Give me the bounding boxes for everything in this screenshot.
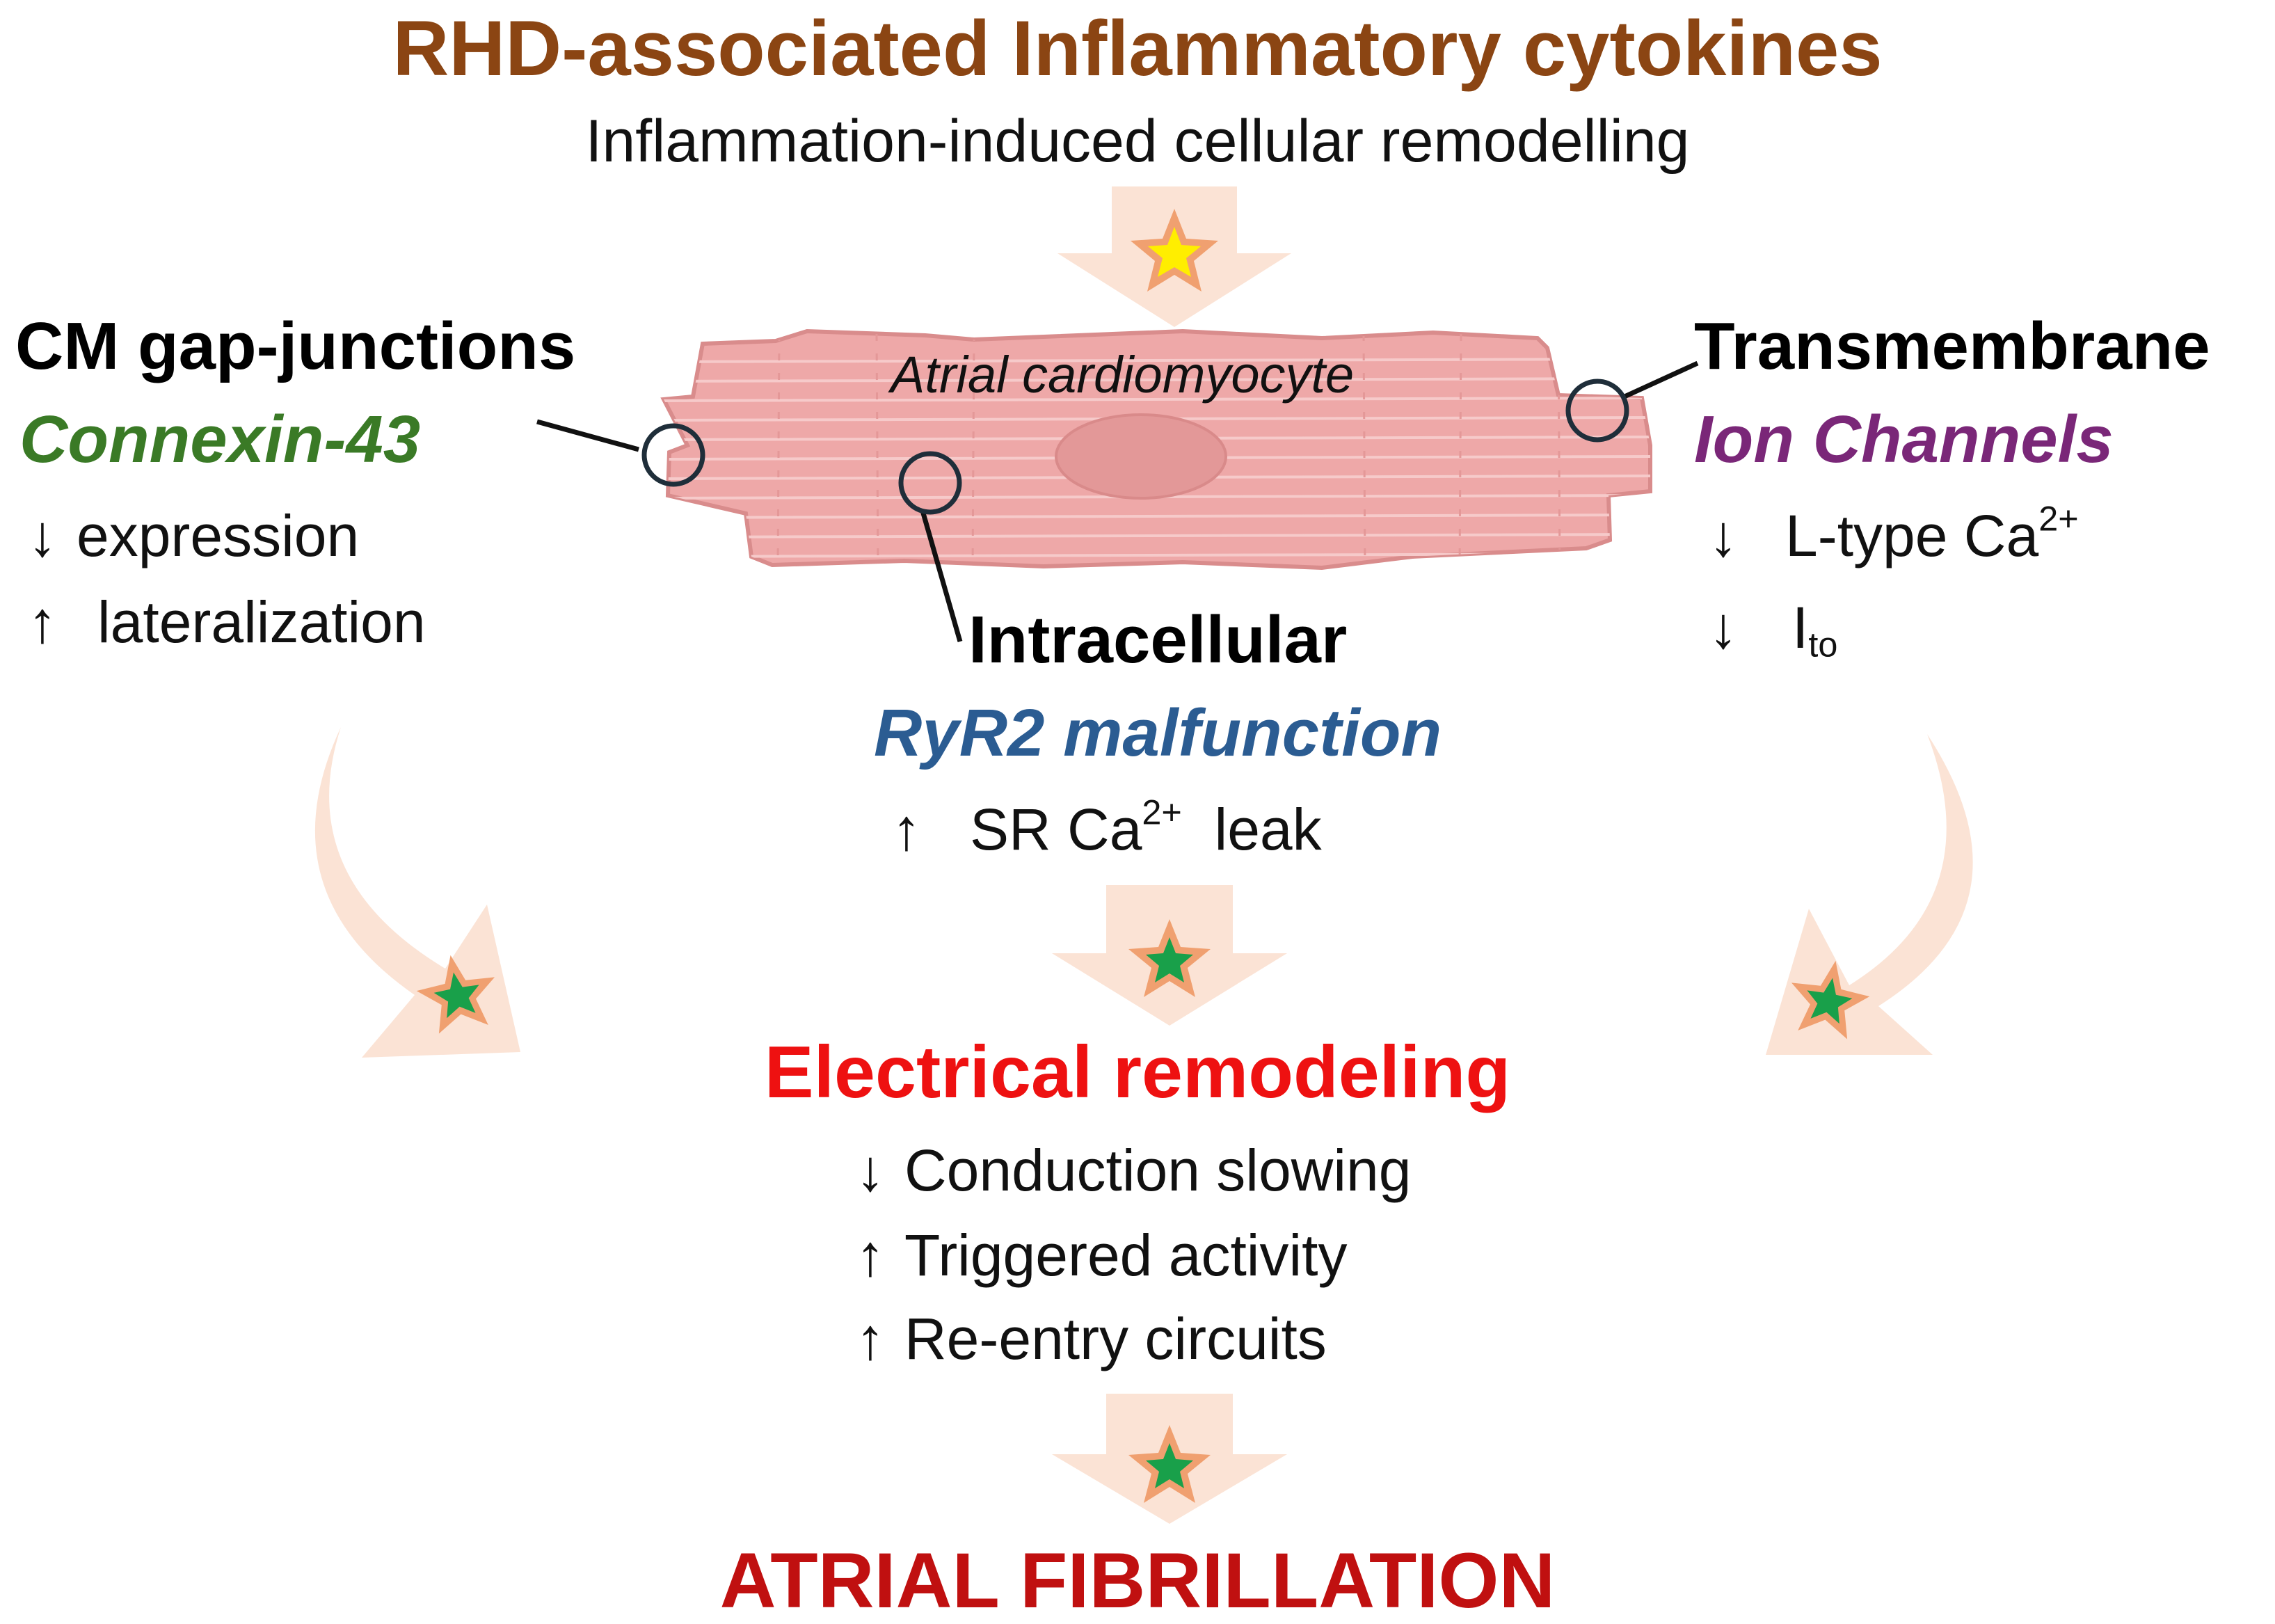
- star-icon: [1131, 209, 1218, 292]
- callout-circle-gap-junction: [641, 423, 705, 487]
- electrical-item: ↑Triggered activity: [856, 1223, 1348, 1288]
- nucleus: [1055, 413, 1227, 500]
- down-arrow-icon: ↓: [1709, 595, 1738, 660]
- connexin-subheading: Connexin-43: [19, 402, 421, 477]
- right-curved-arrow: [1766, 734, 1973, 1055]
- transmembrane-heading: Transmembrane: [1694, 309, 2210, 383]
- star-icon: [1128, 919, 1211, 997]
- down-arrow-icon: ↓: [28, 503, 57, 568]
- gap-junctions-item: ↓expression: [28, 503, 360, 568]
- diagram-title: RHD-associated Inflammatory cytokines: [392, 5, 1883, 92]
- transmembrane-item: ↓Ito: [1709, 595, 1838, 664]
- up-arrow-icon: ↑: [856, 1306, 885, 1371]
- star-icon: [1128, 1425, 1211, 1503]
- star-icon: [416, 955, 495, 1034]
- electrical-item: ↓Conduction slowing: [856, 1138, 1412, 1203]
- intracellular-item: ↑SR Ca2+ leak: [892, 792, 1322, 862]
- callout-circle-transmembrane: [1565, 379, 1629, 443]
- outcome-label: ATRIAL FIBRILLATION: [719, 1537, 1556, 1624]
- ryr2-subheading: RyR2 malfunction: [874, 696, 1442, 770]
- callout-circle-intracellular: [898, 451, 962, 515]
- left-curved-arrow: [314, 727, 520, 1058]
- transmembrane-item: ↓L-type Ca2+: [1709, 498, 2079, 568]
- gap-junctions-item: ↑lateralization: [28, 589, 426, 655]
- ion-channels-subheading: Ion Channels: [1694, 402, 2114, 477]
- star-icon: [1791, 960, 1870, 1040]
- cardiomyocyte-cell: [660, 328, 1652, 571]
- up-arrow-icon: ↑: [28, 589, 57, 655]
- electrical-item: ↑Re-entry circuits: [856, 1306, 1327, 1371]
- cell-label: Atrial cardiomyocyte: [891, 346, 1355, 404]
- gap-junctions-heading: CM gap-junctions: [15, 309, 576, 383]
- intracellular-heading: Intracellular: [968, 603, 1348, 677]
- up-arrow-icon: ↑: [856, 1223, 885, 1288]
- down-arrow-icon: ↓: [856, 1138, 885, 1203]
- diagram-subtitle: Inflammation-induced cellular remodellin…: [585, 108, 1690, 175]
- down-arrow-icon: ↓: [1709, 503, 1738, 568]
- up-arrow-icon: ↑: [892, 797, 921, 862]
- electrical-heading: Electrical remodeling: [764, 1031, 1511, 1113]
